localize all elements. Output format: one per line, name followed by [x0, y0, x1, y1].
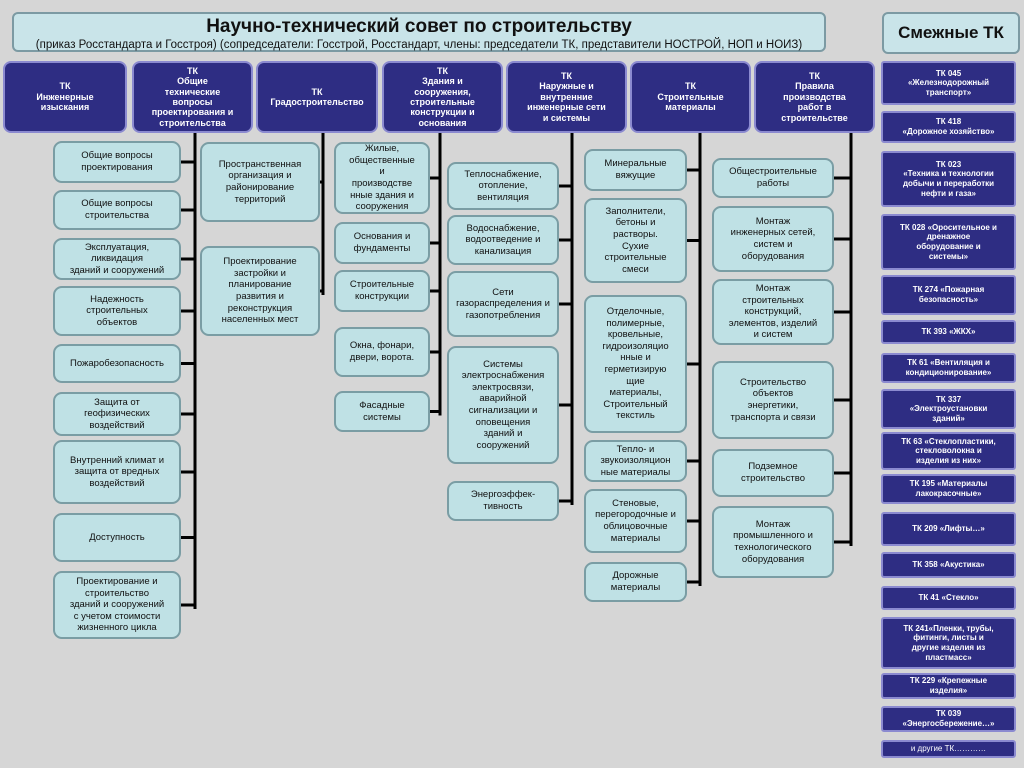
subtopic-box[interactable]: Основания и фундаменты: [334, 222, 430, 264]
committee-header[interactable]: ТК Градостроительство: [256, 61, 378, 133]
related-tc-item[interactable]: ТК 61 «Вентиляция и кондиционирование»: [881, 353, 1016, 383]
related-tc-item[interactable]: ТК 241«Пленки, трубы, фитинги, листы и д…: [881, 617, 1016, 669]
subtopic-box[interactable]: Заполнители, бетоны и растворы. Сухие ст…: [584, 198, 687, 283]
related-tc-item[interactable]: ТК 195 «Материалы лакокрасочные»: [881, 474, 1016, 504]
subtopic-box[interactable]: Пожаробезопасность: [53, 344, 181, 383]
subtopic-box[interactable]: Строительные конструкции: [334, 270, 430, 312]
related-tc-item[interactable]: ТК 41 «Стекло»: [881, 586, 1016, 610]
subtopic-box[interactable]: Энергоэффек- тивность: [447, 481, 559, 521]
subtopic-box[interactable]: Минеральные вяжущие: [584, 149, 687, 191]
committee-header[interactable]: ТК Общие технические вопросы проектирова…: [132, 61, 253, 133]
related-tc-item[interactable]: ТК 028 «Оросительное и дренажное оборудо…: [881, 214, 1016, 270]
subtopic-box[interactable]: Надежность строительных объектов: [53, 286, 181, 336]
subtopic-box[interactable]: Подземное строительство: [712, 449, 834, 497]
related-tc-item[interactable]: ТК 023 «Техника и технологии добычи и пе…: [881, 151, 1016, 207]
subtopic-box[interactable]: Проектирование застройки и планирование …: [200, 246, 320, 336]
subtopic-box[interactable]: Защита от геофизических воздействий: [53, 392, 181, 436]
subtopic-box[interactable]: Монтаж строительных конструкций, элемент…: [712, 279, 834, 345]
related-tc-item[interactable]: ТК 274 «Пожарная безопасность»: [881, 275, 1016, 315]
subtopic-box[interactable]: Жилые, общественные и производстве нные …: [334, 142, 430, 214]
subtopic-box[interactable]: Строительство объектов энергетики, транс…: [712, 361, 834, 439]
subtopic-box[interactable]: Эксплуатация, ликвидация зданий и сооруж…: [53, 238, 181, 280]
subtopic-box[interactable]: Общие вопросы строительства: [53, 190, 181, 230]
related-tc-title: Смежные ТК: [882, 12, 1020, 54]
related-tc-item[interactable]: ТК 229 «Крепежные изделия»: [881, 673, 1016, 699]
subtopic-box[interactable]: Внутренний климат и защита от вредных во…: [53, 440, 181, 504]
subtopic-box[interactable]: Пространственная организация и райониров…: [200, 142, 320, 222]
related-tc-item[interactable]: ТК 039 «Энергосбережение…»: [881, 706, 1016, 732]
subtopic-box[interactable]: Общестроительные работы: [712, 158, 834, 198]
subtopic-box[interactable]: Водоснабжение, водоотведение и канализац…: [447, 215, 559, 265]
council-title-box: Научно-технический совет по строительств…: [12, 12, 826, 52]
subtopic-box[interactable]: Фасадные системы: [334, 391, 430, 432]
subtopic-box[interactable]: Сети газораспределения и газопотребления: [447, 271, 559, 337]
subtopic-box[interactable]: Окна, фонари, двери, ворота.: [334, 327, 430, 377]
subtopic-box[interactable]: Проектирование и строительство зданий и …: [53, 571, 181, 639]
committee-header[interactable]: ТК Инженерные изыскания: [3, 61, 127, 133]
committee-header[interactable]: ТК Правила производства работ в строител…: [754, 61, 875, 133]
subtopic-box[interactable]: Системы электроснабжения электросвязи, а…: [447, 346, 559, 464]
related-tc-item[interactable]: ТК 045 «Железнодорожный транспорт»: [881, 61, 1016, 105]
related-tc-item[interactable]: ТК 337 «Электроустановки зданий»: [881, 389, 1016, 429]
page-title: Научно-технический совет по строительств…: [206, 16, 632, 37]
subtopic-box[interactable]: Отделочные, полимерные, кровельные, гидр…: [584, 295, 687, 433]
related-tc-item[interactable]: ТК 63 «Стеклопластики, стекловолокна и и…: [881, 432, 1016, 470]
related-tc-item[interactable]: и другие ТК…………: [881, 740, 1016, 758]
committee-header[interactable]: ТК Строительные материалы: [630, 61, 751, 133]
related-tc-item[interactable]: ТК 209 «Лифты…»: [881, 512, 1016, 546]
related-tc-item[interactable]: ТК 418 «Дорожное хозяйство»: [881, 111, 1016, 143]
subtopic-box[interactable]: Тепло- и звукоизоляцион ные материалы: [584, 440, 687, 482]
subtopic-box[interactable]: Общие вопросы проектирования: [53, 141, 181, 183]
subtopic-box[interactable]: Теплоснабжение, отопление, вентиляция: [447, 162, 559, 210]
subtopic-box[interactable]: Доступность: [53, 513, 181, 562]
committee-header[interactable]: ТК Здания и сооружения, строительные кон…: [382, 61, 503, 133]
subtopic-box[interactable]: Монтаж инженерных сетей, систем и оборуд…: [712, 206, 834, 272]
related-tc-item[interactable]: ТК 358 «Акустика»: [881, 552, 1016, 578]
committee-header[interactable]: ТК Наружные и внутренние инженерные сети…: [506, 61, 627, 133]
subtopic-box[interactable]: Монтаж промышленного и технологического …: [712, 506, 834, 578]
page-subtitle: (приказ Росстандарта и Госстроя) (сопред…: [35, 39, 803, 51]
related-tc-item[interactable]: ТК 393 «ЖКХ»: [881, 320, 1016, 344]
subtopic-box[interactable]: Дорожные материалы: [584, 562, 687, 602]
subtopic-box[interactable]: Стеновые, перегородочные и облицовочные …: [584, 489, 687, 553]
